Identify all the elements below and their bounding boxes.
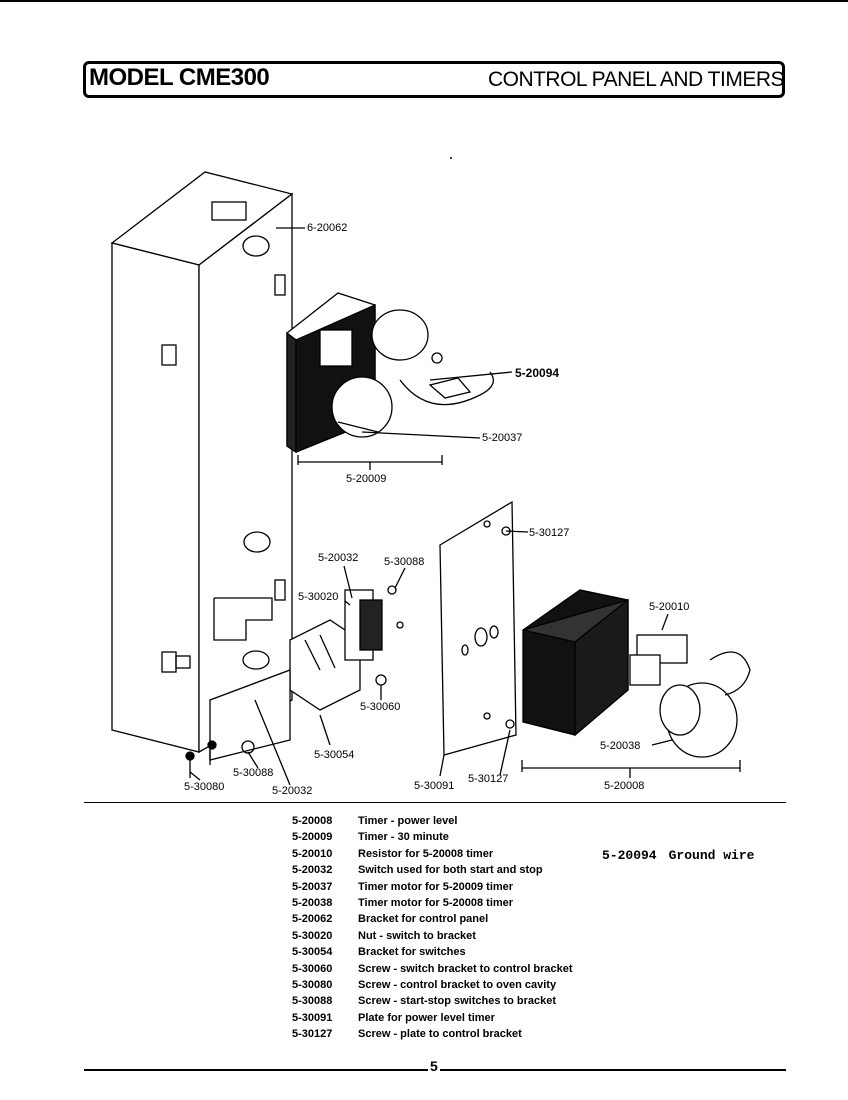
part-description: Resistor for 5-20008 timer [358, 847, 494, 860]
callout-timer-motor-20037: 5-20037 [482, 432, 523, 444]
timer-power-level-drawing [521, 589, 751, 778]
model-title: MODEL CME300 [89, 64, 270, 91]
callout-timer-motor-20038: 5-20038 [600, 740, 641, 752]
part-number: 5-30127 [292, 1028, 333, 1041]
callout-switch-top: 5-20032 [318, 552, 359, 564]
part-number: 5-30080 [292, 978, 333, 991]
part-number: 5-20010 [292, 847, 333, 860]
ground-wire-number: 5-20094 [602, 848, 657, 863]
callout-ground-wire: 5-20094 [515, 366, 560, 380]
part-description: Switch used for both start and stop [358, 864, 543, 877]
part-number: 5-20009 [292, 831, 333, 844]
part-row: 5-30088 Screw - start-stop switches to br… [292, 993, 573, 1009]
part-description: Timer motor for 5-20008 timer [358, 896, 514, 909]
callout-screw-plate-bottom: 5-30127 [468, 773, 509, 785]
top-border-line [0, 0, 848, 2]
page-number: 5 [428, 1058, 440, 1074]
ground-wire-note: 5-20094 Ground wire [602, 848, 766, 863]
callout-plate: 5-30091 [414, 780, 455, 792]
part-number: 5-20062 [292, 913, 333, 926]
ground-wire-description: Ground wire [668, 848, 755, 863]
timer-30-minute-drawing [286, 292, 494, 470]
part-number: 5-20032 [292, 864, 333, 877]
plate-drawing [439, 500, 517, 756]
callout-timer-30-minute: 5-20009 [346, 473, 387, 485]
callout-screw-oven-cavity: 5-30080 [184, 781, 225, 793]
part-description: Nut - switch to bracket [358, 929, 476, 942]
part-row: 5-20009 Timer - 30 minute [292, 829, 573, 845]
part-row: 5-20032 Switch used for both start and st… [292, 862, 573, 878]
part-description: Timer - power level [358, 815, 458, 827]
part-number: 5-20008 [292, 815, 333, 827]
part-description: Timer motor for 5-20009 timer [358, 880, 514, 893]
callout-switch-bottom: 5-20032 [272, 785, 313, 797]
part-number: 5-30020 [292, 929, 333, 942]
part-row: 5-20010 Resistor for 5-20008 timer [292, 846, 573, 862]
part-row: 5-30091 Plate for power level timer [292, 1010, 573, 1026]
part-number: 5-30054 [292, 946, 333, 959]
leader-lines [189, 227, 673, 786]
callout-screw-plate-top: 5-30127 [529, 527, 570, 539]
part-row: 5-20037 Timer motor for 5-20009 timer [292, 879, 573, 895]
callout-screw-switches-bottom: 5-30088 [233, 767, 274, 779]
part-row: 5-30127 Screw - plate to control bracket [292, 1026, 573, 1042]
callout-timer-power-level: 5-20008 [604, 780, 645, 792]
part-row: 5-20008 Timer - power level [292, 813, 573, 829]
part-description: Plate for power level timer [358, 1011, 495, 1024]
part-description: Screw - plate to control bracket [358, 1028, 522, 1041]
part-number: 5-30091 [292, 1011, 333, 1024]
part-number: 5-20037 [292, 880, 333, 893]
callout-screw-switches-top: 5-30088 [384, 556, 425, 568]
callout-bracket-switches: 5-30054 [314, 749, 355, 761]
callout-resistor: 5-20010 [649, 601, 690, 613]
callout-screw-switch-bracket: 5-30060 [360, 701, 401, 713]
callout-bracket-control-panel: 6-20062 [307, 222, 348, 234]
part-description: Bracket for control panel [358, 913, 489, 926]
header-frame [83, 61, 785, 98]
part-description: Bracket for switches [358, 946, 466, 959]
part-number: 5-20038 [292, 896, 333, 909]
part-description: Screw - start-stop switches to bracket [358, 995, 557, 1008]
part-row: 5-20038 Timer motor for 5-20008 timer [292, 895, 573, 911]
part-description: Screw - control bracket to oven cavity [358, 978, 557, 991]
part-row: 5-30054 Bracket for switches [292, 944, 573, 960]
callout-nut-switch: 5-30020 [298, 591, 339, 603]
part-description: Timer - 30 minute [358, 831, 449, 844]
diagram-divider [84, 802, 786, 803]
part-row: 5-30080 Screw - control bracket to oven c… [292, 977, 573, 993]
part-number: 5-30060 [292, 962, 333, 975]
part-row: 5-30020 Nut - switch to bracket [292, 928, 573, 944]
section-title: CONTROL PANEL AND TIMERS [487, 68, 785, 91]
part-row: 5-20062 Bracket for control panel [292, 911, 573, 927]
part-description: Screw - switch bracket to control bracke… [358, 962, 573, 975]
switch-assembly-drawing [185, 585, 404, 778]
control-panel-bracket-drawing [110, 171, 294, 754]
part-row: 5-30060 Screw - switch bracket to control… [292, 961, 573, 977]
part-number: 5-30088 [292, 995, 333, 1008]
